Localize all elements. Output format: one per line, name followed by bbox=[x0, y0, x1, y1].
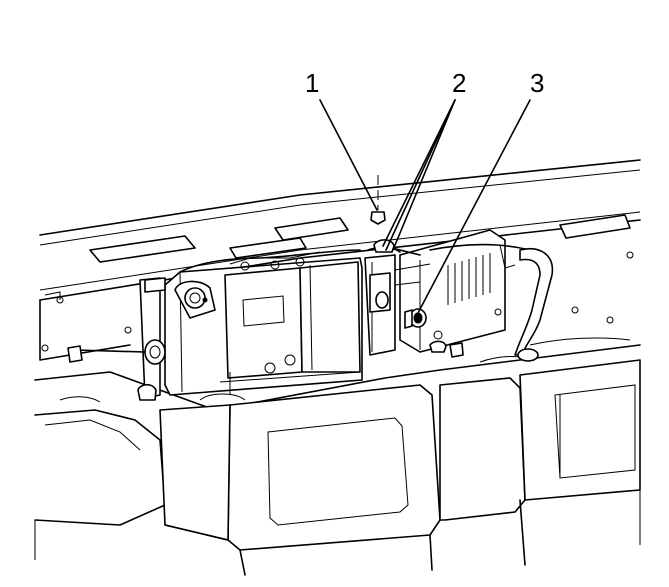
floor-panel bbox=[34, 337, 641, 576]
center-bracket bbox=[364, 239, 431, 356]
vent-slots bbox=[447, 253, 491, 305]
callout-3: 3 bbox=[530, 68, 544, 98]
hold-down-left bbox=[67, 277, 166, 401]
nut-part-1 bbox=[370, 175, 386, 225]
battery-left bbox=[164, 249, 363, 396]
leader-line-2c bbox=[392, 99, 456, 251]
leader-line-2b bbox=[382, 99, 456, 247]
leader-line-1 bbox=[319, 99, 378, 211]
rear-panel bbox=[39, 159, 641, 361]
callout-1: 1 bbox=[305, 68, 319, 98]
battery-right bbox=[399, 229, 554, 362]
callout-2: 2 bbox=[452, 68, 466, 98]
terminal-nut-part-3 bbox=[404, 308, 427, 329]
leader-lines bbox=[319, 99, 531, 314]
base-bolts bbox=[429, 340, 464, 358]
leader-line-3 bbox=[417, 99, 531, 314]
